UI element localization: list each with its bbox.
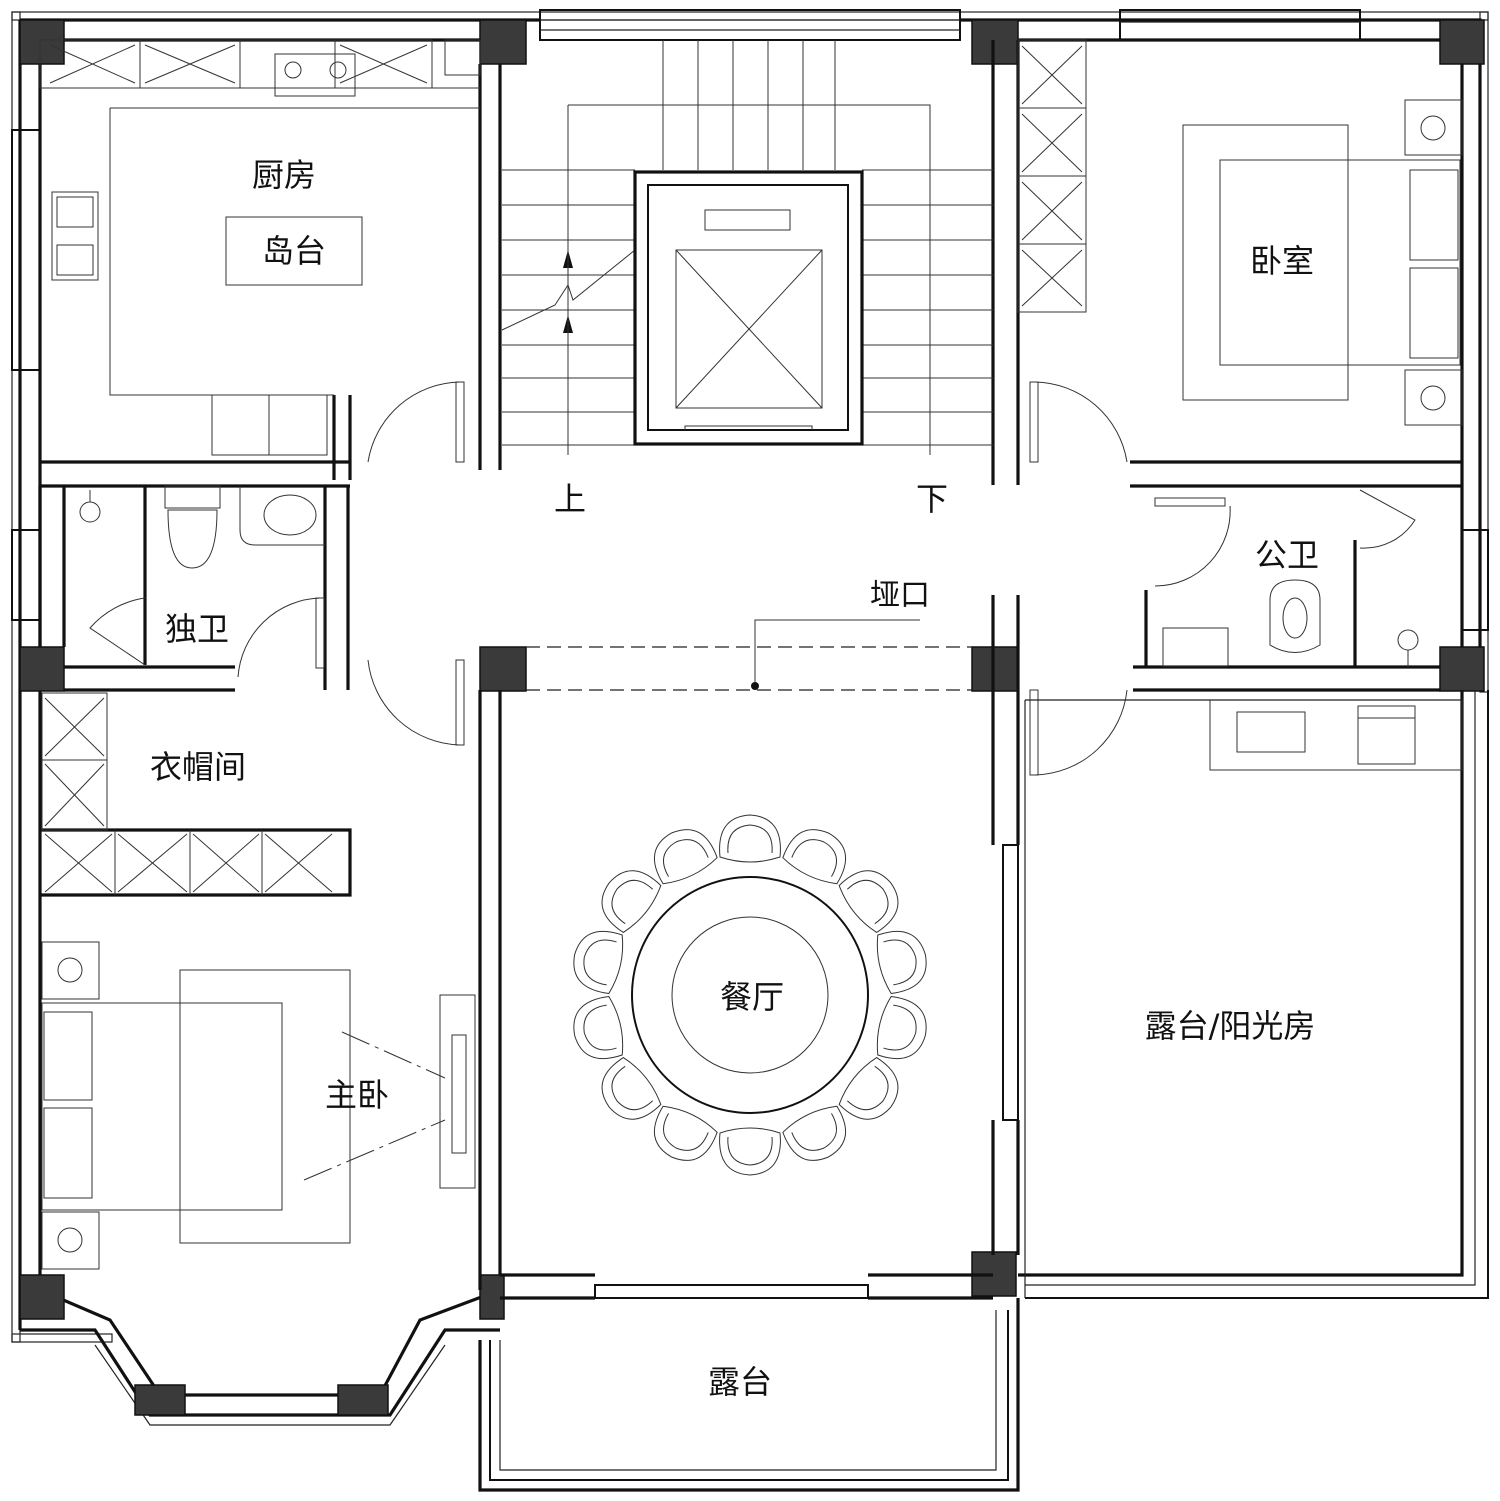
dining-chair-seat: [583, 1004, 617, 1051]
dining-chair-seat: [883, 939, 917, 986]
label-island: 岛台: [262, 232, 326, 270]
sunroom-fixtures: [1024, 699, 1463, 1298]
cloakroom-fixtures: [41, 692, 333, 895]
dining-chair: [573, 995, 624, 1059]
bathroom-fixtures: [79, 485, 1419, 667]
doors: [89, 381, 1416, 776]
dining-chair: [782, 829, 847, 885]
dining-chair-seat: [611, 1065, 654, 1111]
dining-chair: [719, 814, 781, 863]
label-terrace: 露台: [708, 1363, 772, 1401]
dining-chair-seat: [883, 1004, 917, 1051]
dining-chair-seat: [791, 839, 838, 877]
dining-chair: [838, 1056, 899, 1120]
label-private-bath: 独卫: [165, 610, 229, 648]
dining-chair-seat: [846, 879, 889, 925]
label-kitchen: 厨房: [252, 156, 316, 194]
dining-chair-seat: [583, 939, 617, 986]
elevator: [633, 170, 864, 446]
dining-chair: [653, 1105, 718, 1161]
dining-chair: [601, 870, 662, 934]
dining-chair: [782, 1105, 847, 1161]
pillars: [19, 19, 1485, 1416]
label-stairs-up: 上: [554, 480, 586, 518]
label-bedroom: 卧室: [1250, 242, 1314, 280]
dining-chair: [719, 1127, 781, 1176]
master-bed: [41, 941, 476, 1270]
dining-chair: [876, 995, 927, 1059]
dining-chair: [876, 931, 927, 995]
dining-chair-seat: [727, 1136, 773, 1166]
label-master-bedroom: 主卧: [325, 1076, 389, 1114]
kitchen-fixtures: [39, 39, 481, 456]
outer-wall-hatch: [11, 11, 1489, 1343]
exterior-walls: [11, 9, 1489, 1426]
dining-chair: [601, 1056, 662, 1120]
arch-opening: [526, 619, 972, 691]
bedroom-fixtures: [1017, 39, 1463, 426]
dining-chair: [573, 931, 624, 995]
dining-chair-seat: [611, 879, 654, 925]
label-public-bath: 公卫: [1255, 536, 1319, 574]
dining-chair-seat: [846, 1065, 889, 1111]
dining-chair: [653, 829, 718, 885]
dining-chair-seat: [662, 839, 709, 877]
room-labels: 厨房 岛台 卧室 独卫 公卫 衣帽间 主卧 餐厅 露台/阳光房 露台 垭口 上 …: [150, 156, 1319, 1401]
dining-chair: [838, 870, 899, 934]
dining-table: [573, 814, 927, 1176]
label-terrace-sunroom: 露台/阳光房: [1145, 1007, 1316, 1045]
staircase: [501, 40, 993, 455]
dining-chair-seat: [727, 824, 773, 854]
label-dining: 餐厅: [720, 978, 784, 1016]
label-opening: 垭口: [870, 578, 930, 613]
label-stairs-down: 下: [916, 480, 948, 518]
dining-chair-seat: [791, 1113, 838, 1151]
dining-chair-seat: [662, 1113, 709, 1151]
label-cloakroom: 衣帽间: [150, 748, 246, 786]
